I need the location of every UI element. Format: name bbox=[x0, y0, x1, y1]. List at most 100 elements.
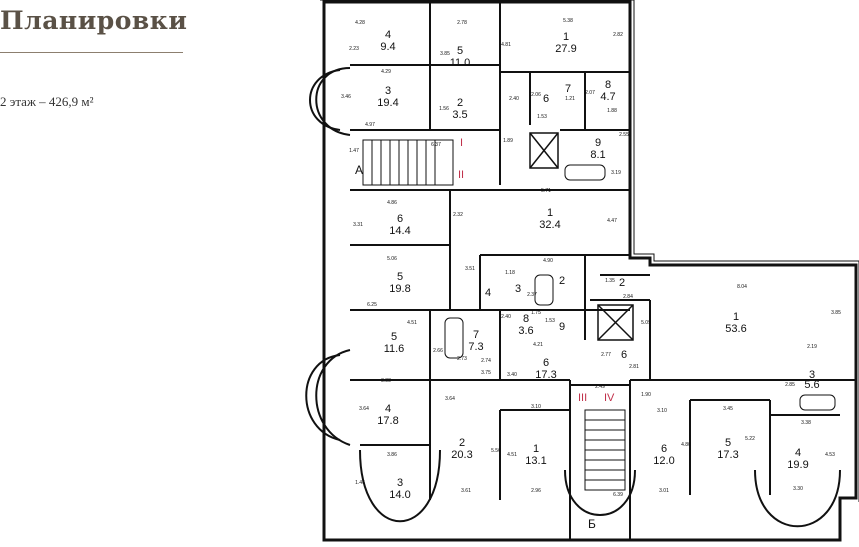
room-area: 32.4 bbox=[539, 219, 560, 231]
dimension-label: 3.64 bbox=[359, 406, 369, 412]
dimension-label: 3.10 bbox=[657, 408, 667, 414]
room-area: 19.9 bbox=[787, 459, 808, 471]
dimension-label: 3.64 bbox=[445, 396, 455, 402]
dimension-label: 2.55 bbox=[619, 132, 629, 138]
elevator-shafts bbox=[529, 132, 634, 341]
dimension-label: 2.37 bbox=[527, 292, 537, 298]
dimension-label: 3.30 bbox=[793, 486, 803, 492]
room-area: 17.3 bbox=[717, 449, 738, 461]
dimension-label: 2.40 bbox=[509, 96, 519, 102]
dimension-label: 1.53 bbox=[537, 114, 547, 120]
dimension-label: 2.73 bbox=[457, 356, 467, 362]
room-number: 1 bbox=[563, 31, 569, 43]
room-labels: 4 9.4 5 11.0 1 27.9 3 19.4 2 3.5 6 7 8 4… bbox=[377, 29, 819, 501]
dimension-label: 3.10 bbox=[531, 404, 541, 410]
room-number: 1 bbox=[533, 443, 539, 455]
dimension-label: 4.21 bbox=[533, 342, 543, 348]
room-area: 14.0 bbox=[389, 489, 410, 501]
section-label-ii: II bbox=[458, 169, 464, 181]
dimension-label: 6.39 bbox=[613, 492, 623, 498]
room-number: 4 bbox=[385, 29, 391, 41]
room-number: 6 bbox=[543, 93, 549, 105]
title-divider bbox=[0, 52, 183, 53]
section-label-i: I bbox=[460, 137, 463, 149]
dimension-label: 2.07 bbox=[585, 90, 595, 96]
dimension-label: 1.46 bbox=[355, 480, 365, 486]
dimension-label: 1.89 bbox=[503, 138, 513, 144]
room-area: 19.4 bbox=[377, 97, 398, 109]
room-number: 8 bbox=[523, 313, 529, 325]
dimension-label: 8.04 bbox=[737, 284, 747, 290]
dimension-label: 4.90 bbox=[543, 258, 553, 264]
dimension-label: 5.09 bbox=[641, 320, 651, 326]
dimension-label: 3.85 bbox=[831, 310, 841, 316]
room-area: 7.3 bbox=[468, 341, 483, 353]
dimension-label: 2.77 bbox=[601, 352, 611, 358]
dimension-label: 4.53 bbox=[825, 452, 835, 458]
dimension-label: 5.56 bbox=[491, 448, 501, 454]
dimension-label: 6.25 bbox=[367, 302, 377, 308]
dimension-label: 1.35 bbox=[605, 278, 615, 284]
dimension-label: 3.75 bbox=[481, 370, 491, 376]
room-area: 4.7 bbox=[600, 91, 615, 103]
dimension-label: 1.75 bbox=[531, 310, 541, 316]
dimension-label: 4.97 bbox=[365, 122, 375, 128]
dimension-label: 2.96 bbox=[531, 488, 541, 494]
room-area: 17.3 bbox=[535, 369, 556, 381]
dimension-label: 2.85 bbox=[785, 382, 795, 388]
dimension-label: 5.38 bbox=[563, 18, 573, 24]
dimension-label: 2.78 bbox=[457, 20, 467, 26]
dimension-label: 4.28 bbox=[355, 20, 365, 26]
room-area: 17.8 bbox=[377, 415, 398, 427]
dimension-label: 1.47 bbox=[349, 148, 359, 154]
room-number: 8 bbox=[605, 79, 611, 91]
dimension-label: 4.86 bbox=[387, 200, 397, 206]
room-number: 1 bbox=[547, 207, 553, 219]
dimension-label: 4.81 bbox=[501, 42, 511, 48]
room-number: 2 bbox=[619, 277, 625, 289]
room-number: 2 bbox=[459, 437, 465, 449]
dimension-label: 2.23 bbox=[349, 46, 359, 52]
room-number: 4 bbox=[385, 403, 391, 415]
room-number: 7 bbox=[565, 83, 571, 95]
dimension-label: 3.88 bbox=[381, 378, 391, 384]
section-label-a: А bbox=[355, 163, 363, 177]
room-number: 6 bbox=[621, 349, 627, 361]
room-area: 8.1 bbox=[590, 149, 605, 161]
room-area: 14.4 bbox=[389, 225, 410, 237]
room-number: 2 bbox=[457, 97, 463, 109]
dimension-label: 2.82 bbox=[613, 32, 623, 38]
room-area: 3.5 bbox=[452, 109, 467, 121]
dimension-label: 3.51 bbox=[465, 266, 475, 272]
dimension-label: 1.18 bbox=[505, 270, 515, 276]
room-number: 3 bbox=[809, 369, 815, 381]
room-number: 7 bbox=[473, 329, 479, 341]
room-number: 4 bbox=[485, 287, 491, 299]
room-area: 53.6 bbox=[725, 323, 746, 335]
dimension-label: 3.38 bbox=[801, 420, 811, 426]
dimension-label: 3.01 bbox=[659, 488, 669, 494]
room-area: 11.0 bbox=[450, 57, 471, 69]
room-area: 12.0 bbox=[653, 455, 674, 467]
room-number: 1 bbox=[733, 311, 739, 323]
dimension-label: 2.66 bbox=[433, 348, 443, 354]
room-number: 3 bbox=[385, 85, 391, 97]
room-number: 3 bbox=[397, 477, 403, 489]
interior-walls bbox=[350, 2, 856, 540]
room-number: 3 bbox=[515, 283, 521, 295]
room-area: 27.9 bbox=[555, 43, 576, 55]
room-area: 9.4 bbox=[380, 41, 395, 53]
section-label-iv: IV bbox=[604, 392, 615, 404]
dimension-label: 6.37 bbox=[431, 142, 441, 148]
room-number: 9 bbox=[559, 321, 565, 333]
dimension-label: 5.71 bbox=[541, 188, 551, 194]
dimension-label: 3.31 bbox=[353, 222, 363, 228]
bay-windows bbox=[305, 67, 841, 528]
outer-walls bbox=[320, 0, 859, 542]
room-number: 5 bbox=[725, 437, 731, 449]
dimension-label: 2.81 bbox=[629, 364, 639, 370]
dimension-label: 3.40 bbox=[507, 372, 517, 378]
room-number: 4 bbox=[795, 447, 801, 459]
room-area: 19.8 bbox=[389, 283, 410, 295]
dimension-labels: 4.28 2.78 5.38 2.82 2.23 3.85 4.81 4.29 … bbox=[341, 18, 841, 498]
